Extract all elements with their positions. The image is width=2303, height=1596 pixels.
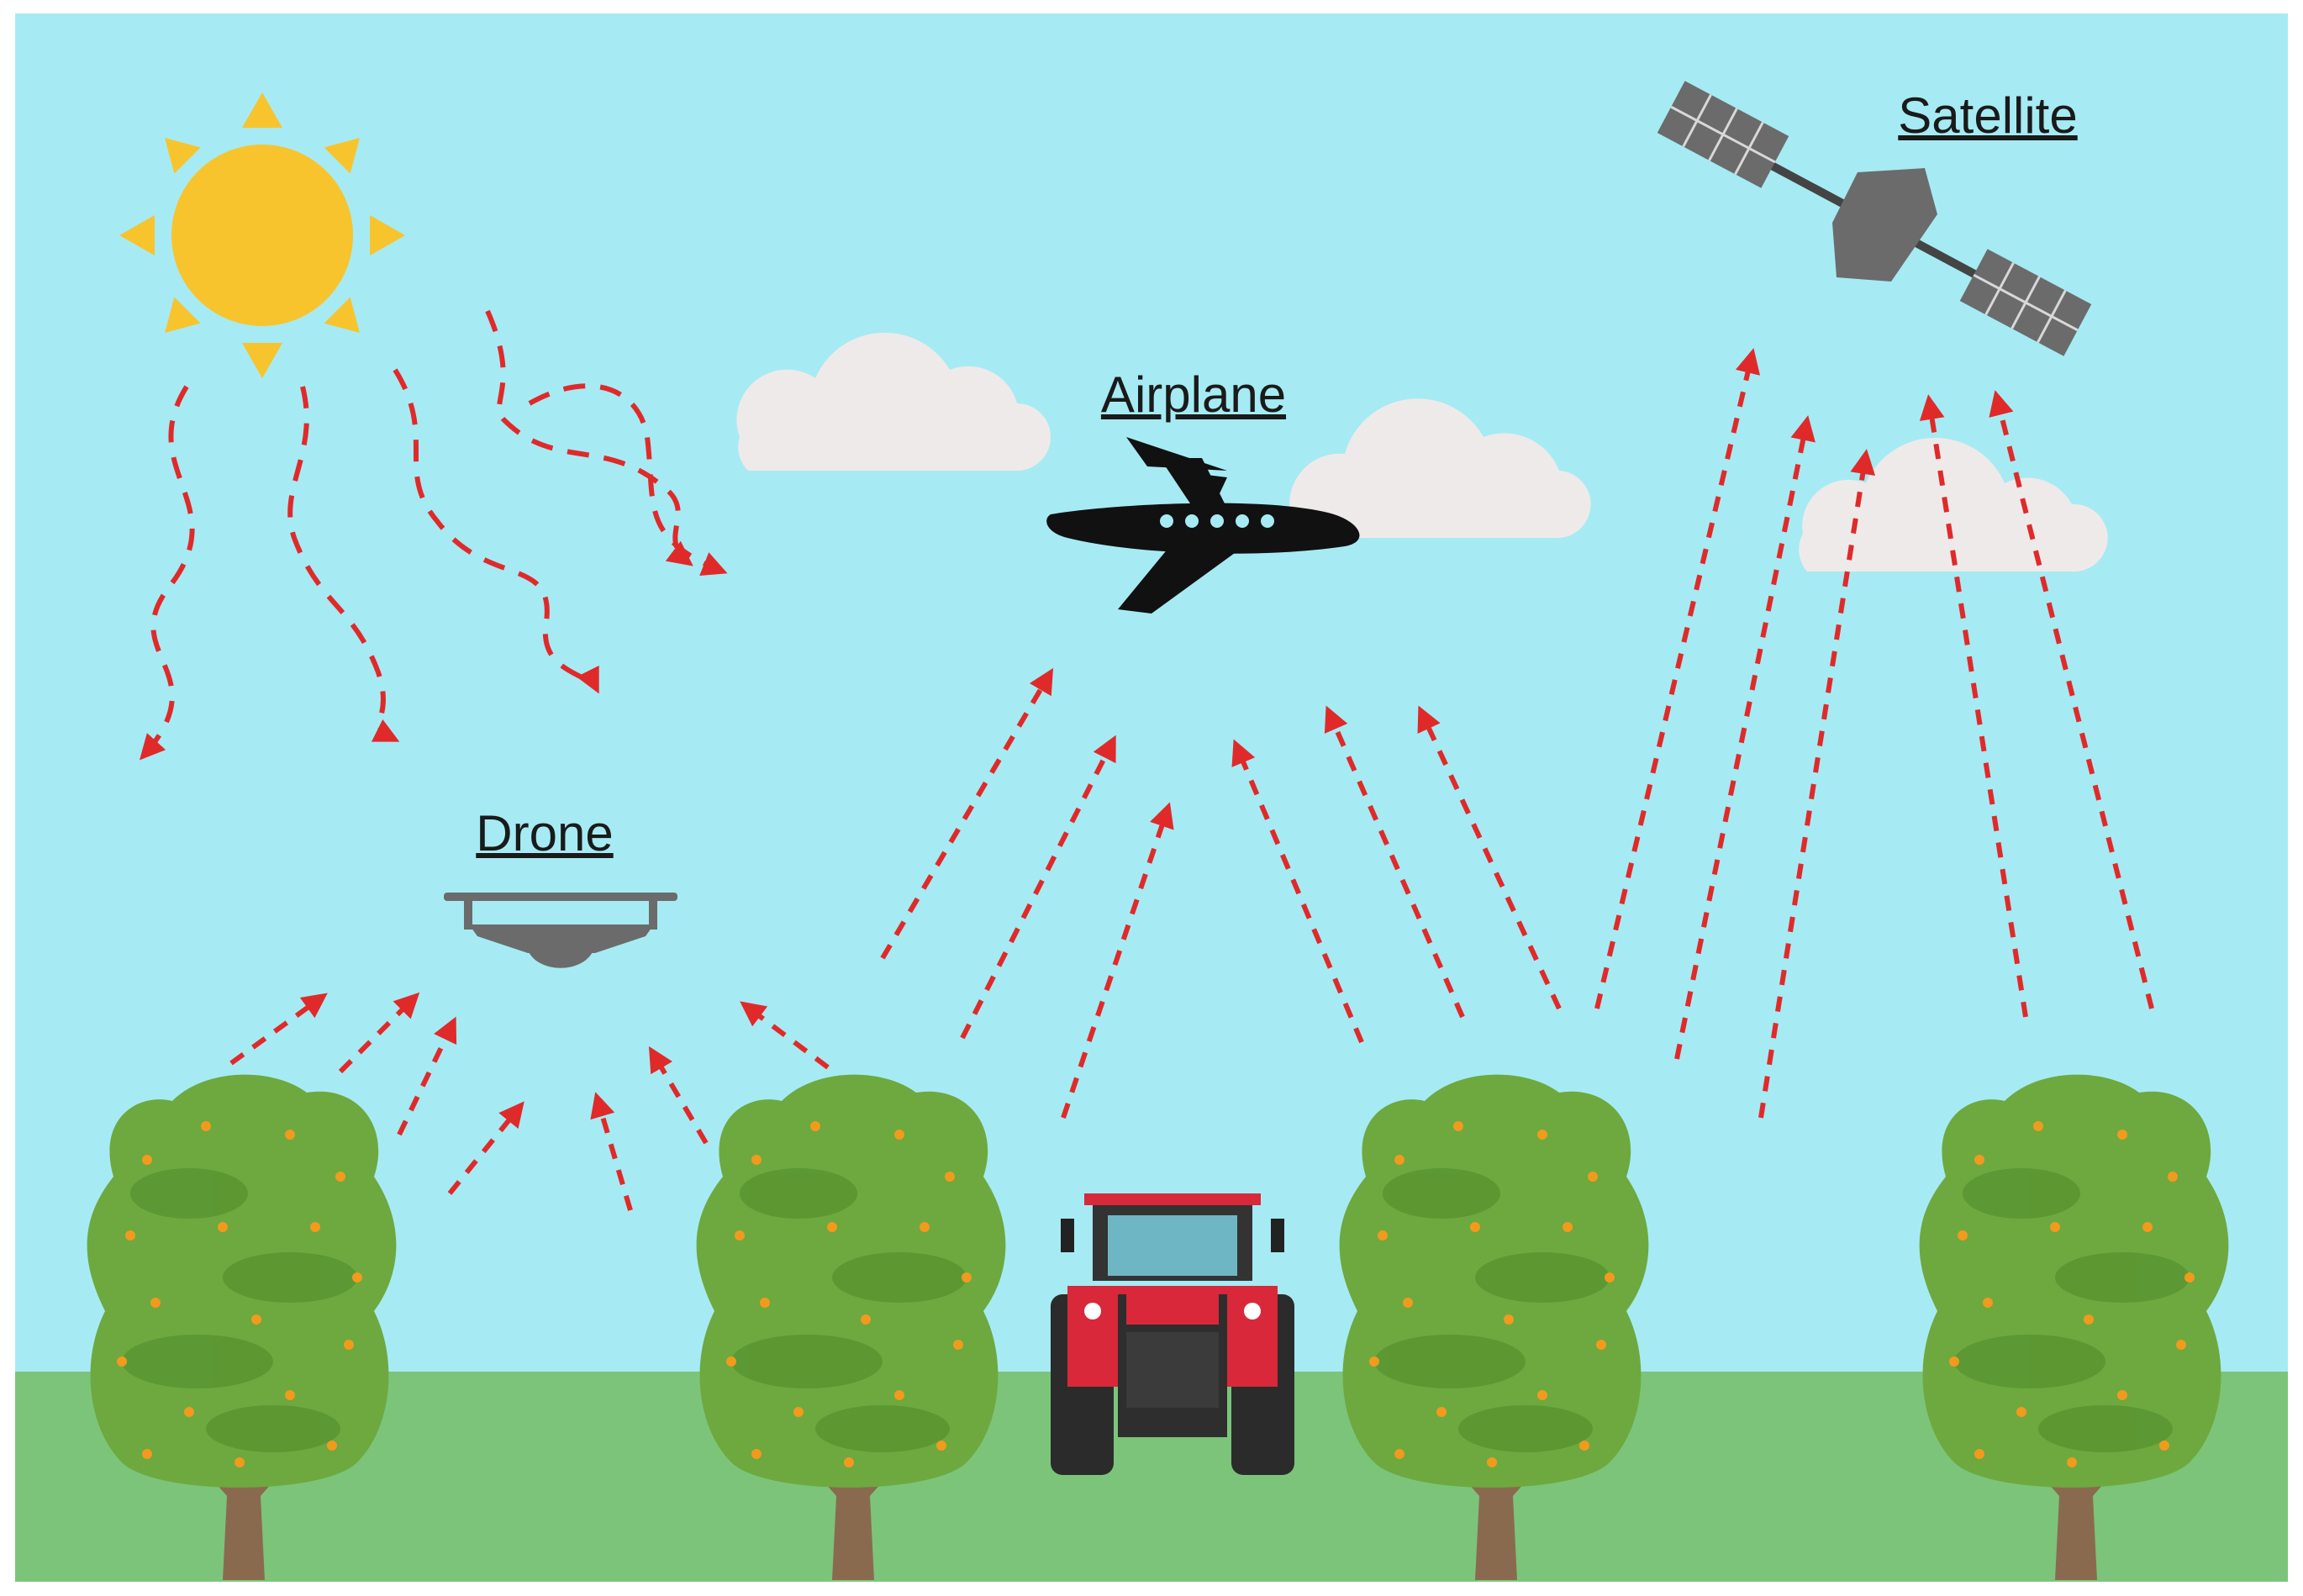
airplane-icon — [1046, 437, 1360, 614]
cloud-icon — [736, 332, 1051, 471]
tractor-icon — [1051, 1193, 1294, 1475]
drone-arrows — [229, 992, 830, 1211]
drone-label: Drone — [476, 805, 613, 861]
satellite-icon — [1657, 81, 2092, 356]
sun-icon — [119, 92, 405, 378]
orange-tree-icon — [1339, 1074, 1649, 1580]
satellite-label: Satellite — [1898, 87, 2077, 144]
sun-rays — [139, 309, 728, 761]
orange-tree-icon — [1919, 1074, 2229, 1580]
drone-icon — [444, 893, 677, 968]
cloud-icon — [1289, 398, 1591, 539]
orange-tree-icon — [87, 1074, 397, 1580]
orange-tree-icon — [696, 1074, 1006, 1580]
airplane-label: Airplane — [1101, 366, 1286, 423]
satellite-arrows — [1594, 348, 2154, 1119]
airplane-arrows — [880, 667, 1562, 1119]
